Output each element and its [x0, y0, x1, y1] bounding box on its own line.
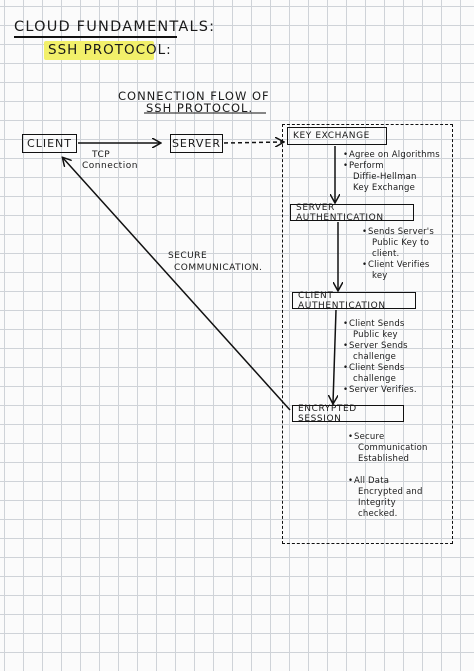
client-authentication-notes: Client Sends Public key Server Sends cha… [343, 319, 417, 396]
key-exchange-notes: Agree on Algorithms Perform Diffie-Hellm… [343, 150, 440, 194]
note-line: client. [372, 249, 400, 259]
encrypted-session-notes: Secure Communication Established All Dat… [348, 432, 428, 520]
flow-title-line1: CONNECTION FLOW OF [118, 89, 270, 103]
client-authentication-title: CLIENT AUTHENTICATION [298, 290, 386, 311]
note-line: Communication [358, 443, 428, 453]
note-line: challenge [353, 352, 397, 362]
flow-title-line2: SSH PROTOCOL. [146, 101, 254, 115]
secure-label-line2: COMMUNICATION. [174, 263, 263, 273]
server-authentication-notes: Sends Server's Public Key to client. Cli… [362, 227, 434, 282]
page-subtitle: SSH PROTOCOL: [48, 42, 172, 58]
ssh-process-frame [282, 124, 453, 544]
secure-label-line1: SECURE [168, 251, 208, 261]
server-label: SERVER [171, 137, 222, 150]
server-node: SERVER [170, 134, 223, 153]
encrypted-session-box: ENCRYPTED SESSION [292, 403, 404, 424]
note-line: Sends Server's [362, 227, 434, 238]
note-line: Agree on Algorithms [343, 150, 440, 161]
note-line: key [372, 271, 388, 281]
title-highlight [44, 41, 154, 60]
note-line: Secure [348, 432, 428, 443]
note-line: Public Key to [372, 238, 430, 248]
key-exchange-box: KEY EXCHANGE [287, 127, 387, 145]
note-line: challenge [353, 374, 397, 384]
client-label: CLIENT [27, 137, 72, 150]
note-line: Diffie-Hellman [353, 172, 417, 182]
key-exchange-title: KEY EXCHANGE [293, 131, 370, 141]
note-line: Client Verifies [362, 260, 434, 271]
tcp-label-line1: TCP [92, 150, 111, 160]
step-arrow-3 [333, 309, 336, 403]
title-underline [14, 36, 177, 38]
server-authentication-box: SERVER AUTHENTICATION [290, 202, 414, 223]
note-line: Key Exchange [353, 183, 416, 193]
secure-communication-arrow [63, 158, 291, 411]
page-title: CLOUD FUNDAMENTALS: [14, 19, 216, 35]
note-line: Established [358, 454, 410, 464]
note-line: Integrity [358, 498, 396, 508]
note-line: Perform [343, 161, 440, 172]
tcp-label-line2: Connection [82, 161, 138, 171]
note-line: Public key [353, 330, 398, 340]
note-line: All Data [348, 476, 428, 487]
note-line: Encrypted and [358, 487, 423, 497]
note-line: Client Sends [343, 363, 417, 374]
note-line: Server Sends [343, 341, 417, 352]
encrypted-session-title: ENCRYPTED SESSION [298, 403, 357, 424]
note-line: Server Verifies. [343, 385, 417, 396]
note-line: Client Sends [343, 319, 417, 330]
server-authentication-title: SERVER AUTHENTICATION [296, 202, 384, 223]
note-line: checked. [358, 509, 398, 519]
server-to-process-arrow [223, 142, 283, 143]
client-authentication-box: CLIENT AUTHENTICATION [292, 290, 416, 311]
client-node: CLIENT [22, 134, 77, 153]
